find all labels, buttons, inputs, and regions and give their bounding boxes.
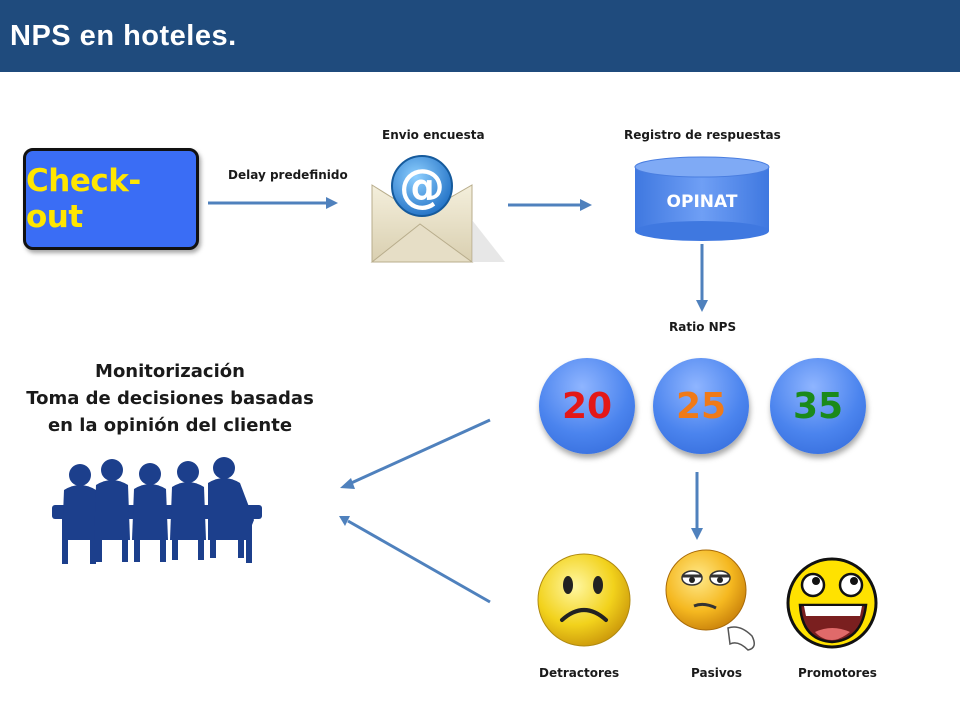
database-icon bbox=[634, 156, 770, 241]
page-title: NPS en hoteles. bbox=[10, 20, 237, 52]
envio-label: Envio encuesta bbox=[382, 128, 485, 142]
monitor-line-1: Monitorización bbox=[95, 361, 245, 382]
registro-label: Registro de respuestas bbox=[624, 128, 781, 142]
envelope-at-icon: @ bbox=[370, 155, 505, 263]
happy-face-icon bbox=[786, 557, 878, 649]
ratio-circle-pasivos: 25 bbox=[653, 358, 749, 454]
ratio-value: 20 bbox=[561, 385, 613, 427]
monitor-line-3: en la opinión del cliente bbox=[47, 415, 293, 436]
checkout-box: Check-out bbox=[23, 148, 199, 250]
bored-face-icon bbox=[665, 549, 755, 651]
ratio-value: 35 bbox=[792, 385, 844, 427]
svg-text:@: @ bbox=[399, 159, 445, 213]
ratio-circle-detractores: 20 bbox=[539, 358, 635, 454]
flow-arrows bbox=[208, 197, 708, 604]
checkout-label: Check-out bbox=[26, 163, 141, 235]
monitor-line-2: Toma de decisiones basadas bbox=[26, 388, 314, 409]
database-label: OPINAT bbox=[666, 192, 738, 212]
delay-label: Delay predefinido bbox=[228, 168, 348, 182]
ratio-value: 25 bbox=[675, 385, 727, 427]
people-meeting-icon bbox=[52, 457, 262, 564]
detractores-label: Detractores bbox=[539, 666, 620, 680]
sad-face-icon bbox=[537, 553, 631, 647]
header-bar: NPS en hoteles. bbox=[0, 0, 960, 72]
monitorizacion-text: Monitorización Toma de decisiones basada… bbox=[0, 358, 340, 439]
pasivos-label: Pasivos bbox=[691, 666, 743, 680]
ratio-circle-promotores: 35 bbox=[770, 358, 866, 454]
promotores-label: Promotores bbox=[798, 666, 877, 680]
ratio-label: Ratio NPS bbox=[669, 320, 737, 334]
